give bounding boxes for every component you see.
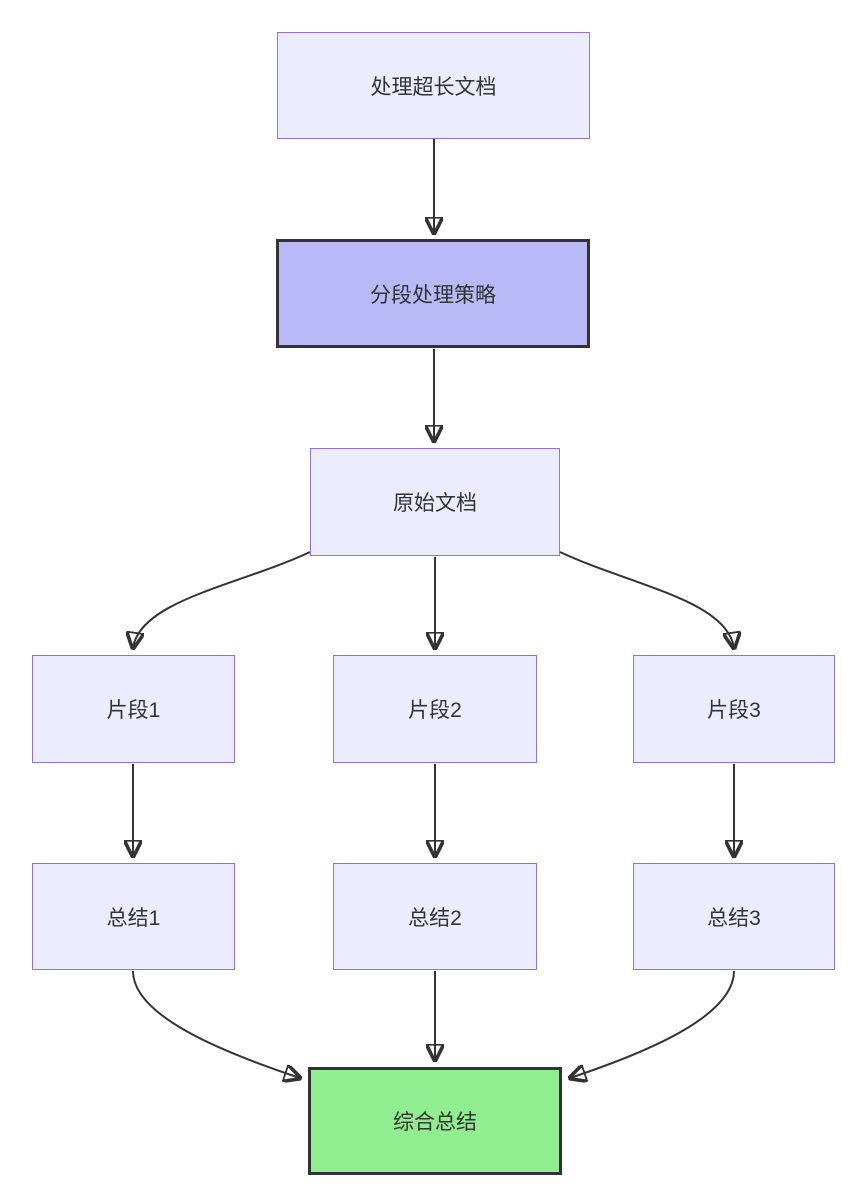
node-fragment1-label: 片段1 (106, 699, 161, 722)
node-fragment3: 片段3 (633, 655, 835, 763)
node-summary1: 总结1 (32, 863, 235, 970)
node-fragment2: 片段2 (333, 655, 537, 763)
edge-summary3-to-combined (570, 970, 735, 1078)
node-strategy-label: 分段处理策略 (370, 283, 496, 307)
node-process-long-doc: 处理超长文档 (277, 32, 590, 139)
node-process-long-doc-label: 处理超长文档 (370, 75, 497, 99)
edge-original-to-fragment1 (133, 551, 311, 648)
node-fragment2-label: 片段2 (408, 699, 462, 722)
node-summary3-label: 总结3 (707, 906, 761, 930)
node-fragment3-label: 片段3 (707, 699, 761, 722)
node-fragment1: 片段1 (32, 655, 235, 763)
node-combined-summary: 综合总结 (308, 1067, 562, 1175)
node-original-doc-label: 原始文档 (393, 492, 477, 515)
node-strategy: 分段处理策略 (276, 239, 590, 348)
node-summary1-label: 总结1 (106, 906, 161, 930)
edge-original-to-fragment3 (559, 551, 734, 648)
node-original-doc: 原始文档 (310, 448, 560, 556)
node-summary3: 总结3 (633, 863, 835, 970)
node-summary2-label: 总结2 (408, 906, 462, 930)
node-summary2: 总结2 (333, 863, 537, 970)
node-combined-summary-label: 综合总结 (393, 1111, 477, 1134)
edge-summary1-to-combined (132, 970, 300, 1078)
